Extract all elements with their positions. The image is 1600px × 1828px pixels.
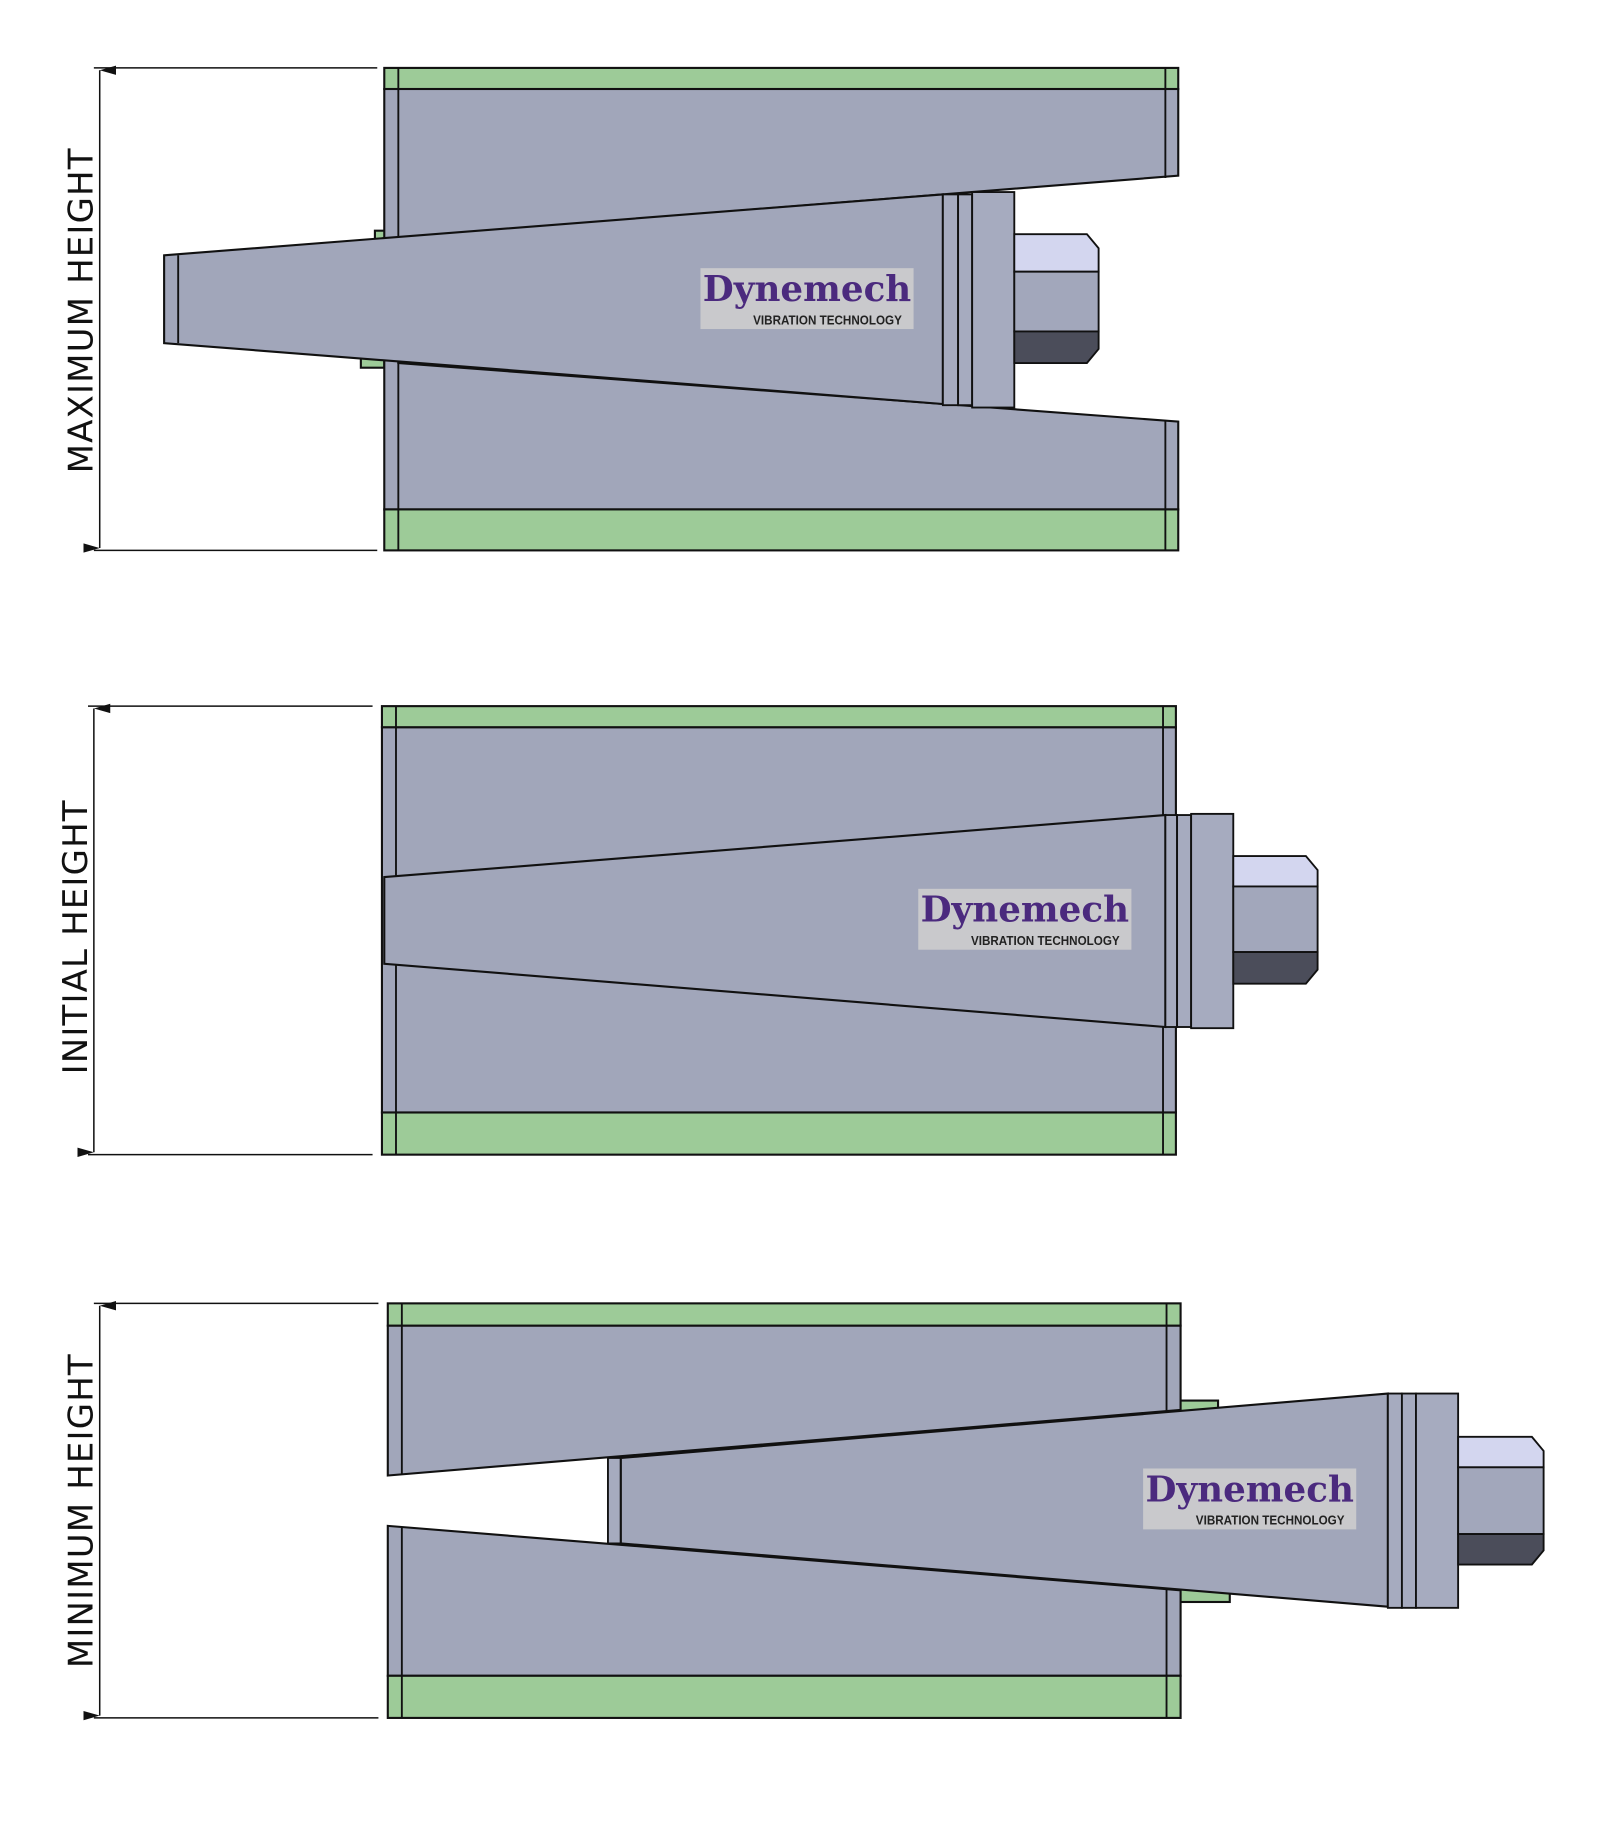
flange-plate: [971, 191, 1016, 409]
top-pad: [383, 66, 1180, 91]
dimension-initial-height: INITIAL HEIGHT: [56, 703, 373, 1157]
logo-brand: Dynemech: [703, 269, 911, 310]
wedge-end: [607, 1457, 622, 1545]
flange-plate: [1415, 1392, 1460, 1609]
top-pad: [380, 705, 1177, 729]
flange-plate: [1190, 812, 1235, 1030]
dynemech-logo: Dynemech VIBRATION TECHNOLOGY: [918, 888, 1132, 950]
bottom-pad: [386, 1674, 1182, 1719]
bottom-pad: [383, 508, 1180, 552]
label-minimum-height: MINIMUM HEIGHT: [62, 1353, 102, 1668]
bottom-pad: [380, 1111, 1177, 1156]
dynemech-logo: Dynemech VIBRATION TECHNOLOGY: [700, 268, 914, 330]
logo-tagline: VIBRATION TECHNOLOGY: [971, 933, 1120, 948]
logo-brand: Dynemech: [921, 890, 1129, 931]
hex-nut-icon: [1013, 233, 1100, 364]
hex-nut-icon: [1232, 855, 1319, 985]
flange-plate: [1164, 814, 1179, 1028]
flange-plate: [1176, 814, 1193, 1028]
dynemech-logo: Dynemech VIBRATION TECHNOLOGY: [1143, 1468, 1357, 1530]
flange-plate: [957, 193, 974, 407]
view-initial-height: INITIAL HEIGHT Dynemech VIBRATION TECHNO…: [56, 703, 1319, 1157]
flange-plate: [941, 193, 960, 407]
label-initial-height: INITIAL HEIGHT: [56, 799, 96, 1074]
label-maximum-height: MAXIMUM HEIGHT: [62, 147, 102, 473]
top-pad: [386, 1302, 1182, 1327]
dimension-maximum-height: MAXIMUM HEIGHT: [62, 65, 378, 553]
hex-nut-icon: [1457, 1435, 1545, 1566]
logo-tagline: VIBRATION TECHNOLOGY: [1196, 1513, 1345, 1528]
flange-plate: [1386, 1392, 1403, 1609]
logo-tagline: VIBRATION TECHNOLOGY: [753, 312, 902, 327]
dimension-minimum-height: MINIMUM HEIGHT: [62, 1301, 379, 1721]
logo-brand: Dynemech: [1145, 1469, 1353, 1510]
view-maximum-height: MAXIMUM HEIGHT Dynemech VIBRATION TECHNO…: [62, 65, 1180, 553]
flange-plate: [1400, 1392, 1417, 1609]
view-minimum-height: MINIMUM HEIGHT Dynemech VIBRATION TECHNO…: [62, 1301, 1545, 1721]
